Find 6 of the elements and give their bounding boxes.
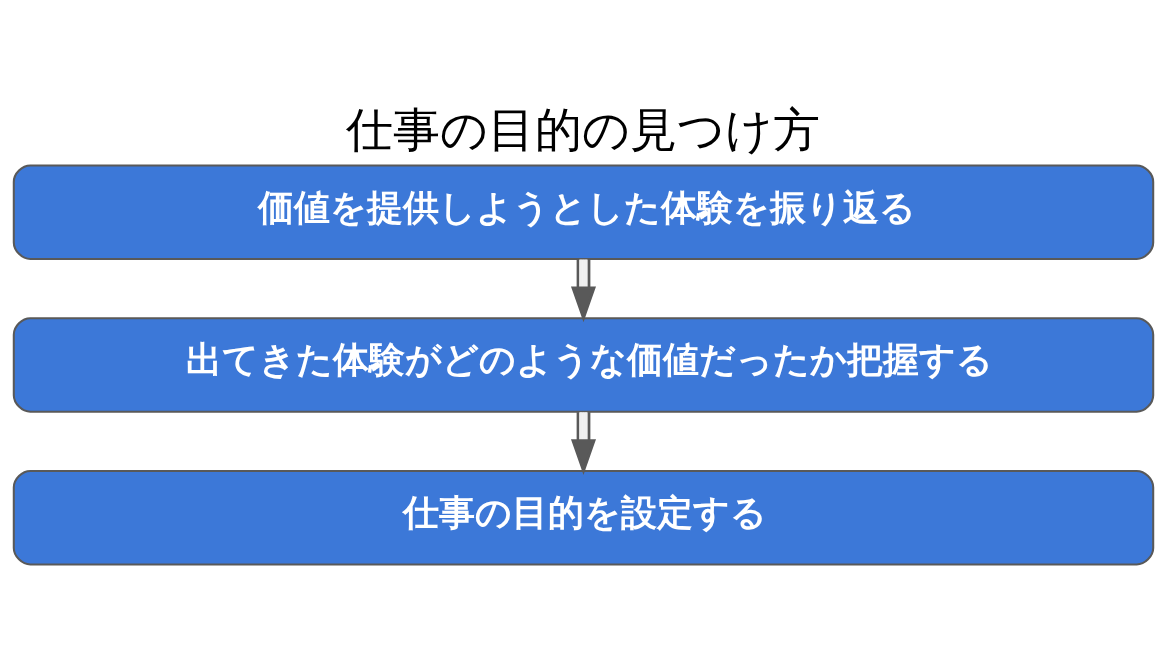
node-box: 仕事の目的を設定する <box>12 469 1155 566</box>
node-box: 価値を提供しようとした体験を振り返る <box>12 163 1155 260</box>
arrow <box>570 258 597 322</box>
diagram-title: 仕事の目的の見つけ方 <box>346 102 821 157</box>
arrow <box>570 411 597 475</box>
node-box: 出てきた体験がどのような価値だったか把握する <box>12 316 1155 413</box>
